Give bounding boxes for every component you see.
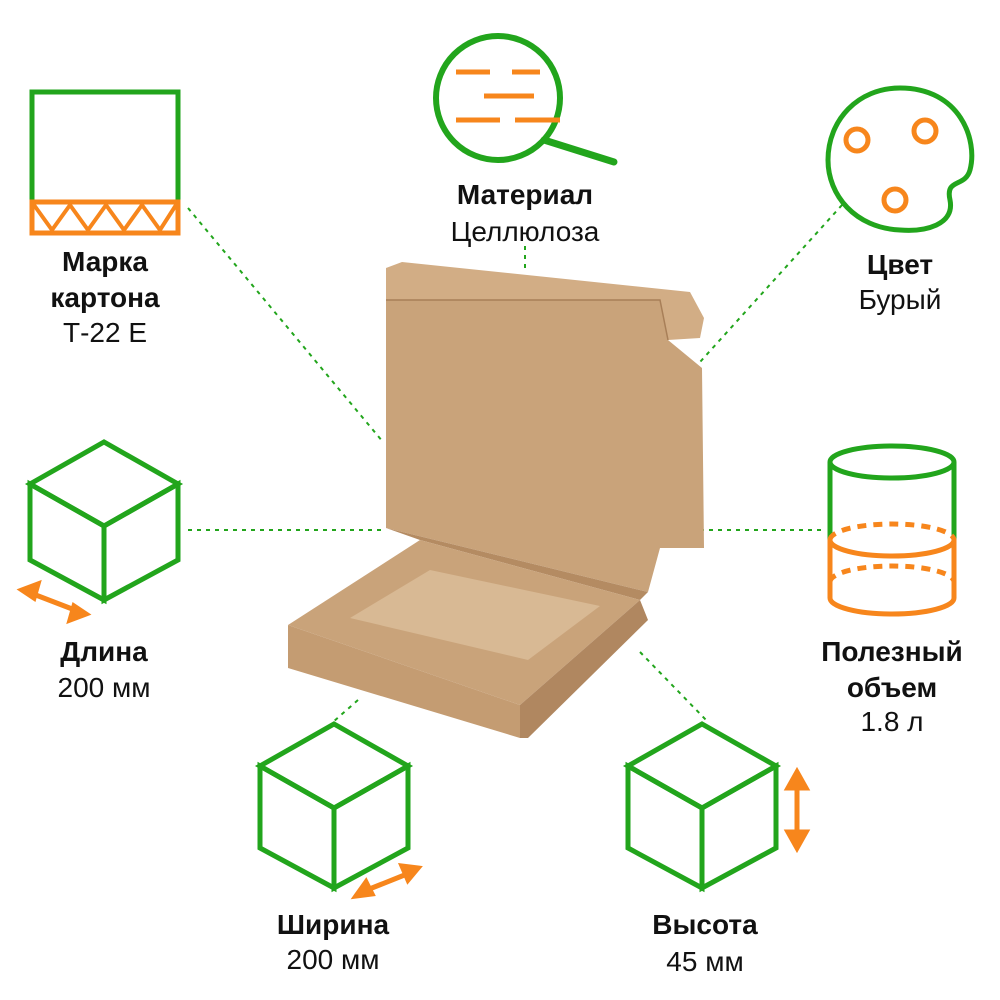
height-title: Высота: [652, 909, 758, 940]
volume-title-line1: Полезный: [821, 636, 963, 667]
cylinder-volume-icon: [827, 443, 957, 617]
width-value: 200 мм: [286, 944, 380, 975]
height-value: 45 мм: [666, 946, 744, 977]
corrugated-cardboard-icon: [29, 89, 181, 236]
grade-value: Т-22 Е: [62, 317, 148, 348]
length-title: Длина: [60, 636, 148, 667]
length-value: 200 мм: [57, 672, 151, 703]
volume-title-line2: объем: [846, 672, 938, 703]
grade-title-line1: Марка: [62, 246, 148, 277]
cube-height-icon: [622, 721, 811, 893]
color-title: Цвет: [866, 249, 934, 280]
leader-lines: [187, 204, 843, 723]
width-title: Ширина: [276, 909, 390, 940]
color-value: Бурый: [858, 284, 942, 315]
grade-title-line2: картона: [50, 282, 160, 313]
volume-value: 1.8 л: [860, 706, 924, 737]
cube-width-icon: [254, 721, 423, 900]
material-title: Материал: [456, 179, 594, 210]
palette-icon: [825, 85, 975, 233]
cardboard-box-image: [288, 262, 704, 738]
cube-length-icon: [16, 439, 184, 625]
magnifier-icon: [433, 33, 618, 166]
material-value: Целлюлоза: [450, 216, 600, 247]
